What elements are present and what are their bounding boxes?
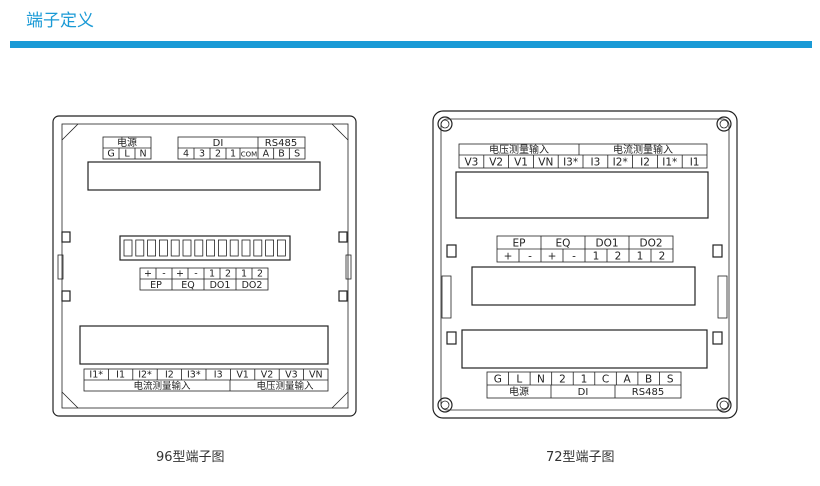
dip-switch (241, 239, 251, 257)
left-meas-pin: I1 (116, 370, 125, 381)
right-bottom-pin: S (667, 374, 674, 386)
di-pin: 2 (215, 149, 221, 160)
right-bottom-pin: N (537, 374, 545, 386)
power-pin: N (139, 149, 146, 160)
power-label: 电源 (117, 136, 137, 149)
dip-switch (182, 239, 192, 257)
right-meas-pin: V1 (514, 157, 528, 169)
right-bottom-pin: L (516, 374, 522, 386)
right-meas-pin: I1 (690, 157, 700, 169)
right-bottom-pin: G (494, 374, 502, 386)
left-io-pin: + (176, 269, 184, 280)
di-pin: 4 (183, 149, 189, 160)
right-io-pin: 1 (593, 251, 600, 263)
meter-72-panel (432, 110, 738, 419)
dip-switch (158, 239, 168, 257)
right-bottom-pin: A (624, 374, 632, 386)
left-voltage-input-label: 电压测量输入 (256, 380, 314, 392)
left-io-pin: 1 (241, 269, 247, 280)
left-meas-pin: I1* (89, 370, 103, 381)
right-meas-pin: I3 (591, 157, 601, 169)
right-meas-pin: V2 (489, 157, 503, 169)
right-io-pin: 1 (637, 251, 644, 263)
power-pin: G (107, 149, 114, 160)
right-meas-pin: I2* (613, 157, 628, 169)
power-pin: L (124, 149, 130, 160)
di-pin: 1 (230, 149, 236, 160)
right-meas-pin: V3 (464, 157, 478, 169)
di-pin: COM (241, 151, 257, 159)
left-meas-pin: V3 (285, 370, 298, 381)
right-io-pin: 2 (615, 251, 622, 263)
section-title: 端子定义 (26, 11, 94, 31)
right-current-input-label: 电流测量输入 (613, 143, 673, 156)
right-bottom-terminal-block (486, 371, 682, 399)
right-bottom-pin: 2 (559, 374, 566, 386)
right-bottom-pin: C (602, 374, 609, 386)
right-meas-pin: I2 (640, 157, 650, 169)
right-bottom-pin: B (645, 374, 652, 386)
left-meas-pin: I3* (187, 370, 201, 381)
right-io-pin: 2 (659, 251, 666, 263)
dip-switch-block (123, 239, 286, 257)
left-io-group: DO1 (210, 280, 231, 291)
right-io-pin: - (528, 251, 532, 263)
dip-switch (194, 239, 204, 257)
dip-switch (253, 239, 263, 257)
rs485-pin: B (278, 149, 285, 160)
left-io-group: EP (150, 280, 162, 291)
right-meas-pin: VN (538, 157, 553, 169)
left-meas-pin: I3 (214, 370, 223, 381)
rs485-pin: A (263, 149, 270, 160)
dip-switch (217, 239, 227, 257)
right-power-label: 电源 (509, 385, 529, 398)
right-meas-pin: I1* (662, 157, 677, 169)
di-label: DI (213, 138, 224, 149)
right-meas-pin: I3* (563, 157, 578, 169)
left-io-pin: - (194, 269, 197, 280)
left-meas-pin: V1 (236, 370, 249, 381)
right-io-group: DO2 (639, 238, 662, 250)
di-pin: 3 (199, 149, 205, 160)
dip-switch (135, 239, 145, 257)
left-meas-pin: VN (309, 370, 323, 381)
right-io-group: DO1 (595, 238, 618, 250)
dip-switch (265, 239, 275, 257)
rs485-label: RS485 (265, 138, 297, 149)
left-io-pin: 2 (257, 269, 263, 280)
right-voltage-input-label: 电压测量输入 (489, 143, 549, 156)
right-io-group: EP (513, 238, 526, 250)
left-current-input-label: 电流测量输入 (133, 380, 191, 392)
dip-switch (123, 239, 133, 257)
dip-switch (206, 239, 216, 257)
left-io-group: DO2 (242, 280, 263, 291)
left-io-pin: 1 (209, 269, 215, 280)
dip-switch (147, 239, 157, 257)
dip-switch (170, 239, 180, 257)
caption-96-type: 96型端子图 (156, 450, 225, 465)
right-io-pin: + (548, 251, 557, 263)
title-underline (10, 41, 812, 48)
left-meas-pin: I2* (138, 370, 152, 381)
left-io-pin: - (162, 269, 165, 280)
meter-96-panel (52, 115, 357, 417)
left-io-pin: + (144, 269, 152, 280)
left-io-group: EQ (181, 280, 194, 291)
right-rs485-label: RS485 (632, 387, 664, 398)
right-bottom-pin: 1 (581, 374, 588, 386)
right-io-group: EQ (556, 238, 571, 250)
right-di-label: DI (578, 387, 589, 398)
dip-switch (229, 239, 239, 257)
caption-72-type: 72型端子图 (546, 450, 615, 465)
left-top-terminal-block (102, 136, 306, 160)
left-io-pin: 2 (225, 269, 231, 280)
right-io-pin: + (504, 251, 513, 263)
dip-switch (276, 239, 286, 257)
rs485-pin: S (294, 149, 300, 160)
left-meas-pin: V2 (261, 370, 274, 381)
right-io-pin: - (572, 251, 576, 263)
left-meas-pin: I2 (165, 370, 174, 381)
